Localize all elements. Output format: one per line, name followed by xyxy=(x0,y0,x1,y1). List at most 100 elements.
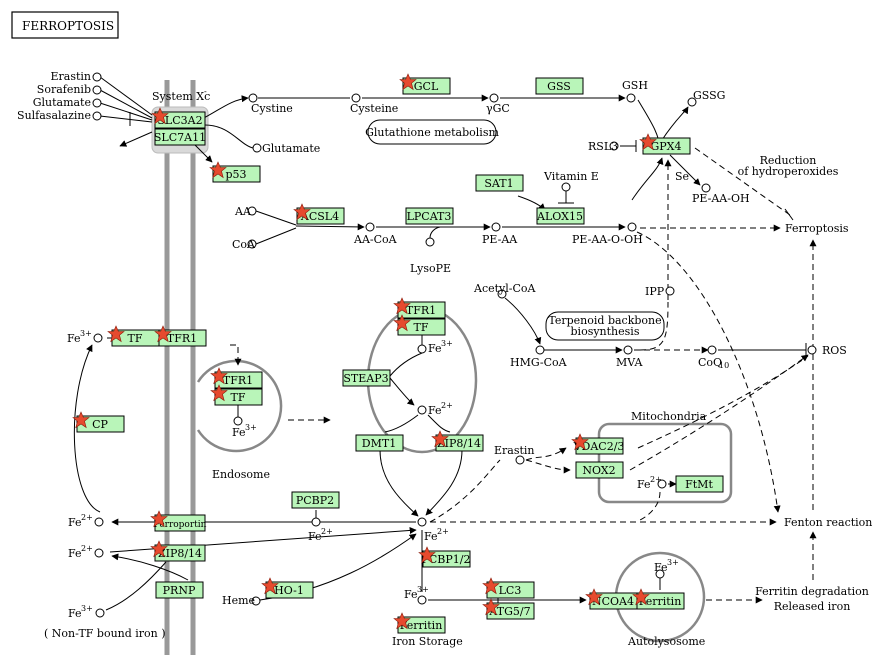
gene-lc3[interactable]: LC3 xyxy=(486,581,535,599)
svg-text:Reduction: Reduction xyxy=(760,154,817,167)
svg-text:Heme: Heme xyxy=(222,594,255,607)
svg-text:Fe: Fe xyxy=(67,332,81,345)
endosome-compartment xyxy=(196,359,283,453)
svg-text:TF: TF xyxy=(414,321,429,334)
gene-p53[interactable]: p53 xyxy=(212,165,261,183)
highlight-stars xyxy=(72,73,657,629)
svg-text:AA: AA xyxy=(234,205,252,218)
svg-text:Fe: Fe xyxy=(637,478,651,491)
gene-tfr1-endosome[interactable]: TFR1 xyxy=(214,371,263,389)
svg-text:Sulfasalazine: Sulfasalazine xyxy=(17,109,91,122)
gene-tfr1-mid[interactable]: TFR1 xyxy=(397,301,446,319)
svg-text:Sorafenib: Sorafenib xyxy=(37,83,91,96)
svg-text:2+: 2+ xyxy=(441,401,453,410)
svg-text:Glutamate: Glutamate xyxy=(262,142,320,155)
svg-text:Fe: Fe xyxy=(68,516,82,529)
svg-text:FtMt: FtMt xyxy=(685,478,713,491)
svg-text:SAT1: SAT1 xyxy=(484,177,513,190)
svg-text:STEAP3: STEAP3 xyxy=(343,372,388,385)
gene-acsl4[interactable]: ACSL4 xyxy=(296,207,345,225)
gene-zip814-left[interactable]: ZIP8/14 xyxy=(154,544,206,562)
svg-text:RSL3: RSL3 xyxy=(588,140,618,153)
svg-text:( Non-TF bound iron ): ( Non-TF bound iron ) xyxy=(44,627,166,640)
svg-text:TFR1: TFR1 xyxy=(406,304,436,317)
svg-text:Erastin: Erastin xyxy=(50,70,91,83)
svg-text:CoQ: CoQ xyxy=(698,356,722,369)
gene-zip814-mid[interactable]: ZIP8/14 xyxy=(435,434,484,452)
gene-pcbp2[interactable]: PCBP2 xyxy=(291,491,340,509)
svg-text:Se: Se xyxy=(675,170,689,183)
svg-text:GSH: GSH xyxy=(622,79,648,92)
svg-text:LC3: LC3 xyxy=(499,584,522,597)
gene-nox2[interactable]: NOX2 xyxy=(575,461,624,479)
gene-ftmt[interactable]: FtMt xyxy=(675,475,724,493)
svg-text:γGC: γGC xyxy=(486,102,510,115)
svg-text:ACSL4: ACSL4 xyxy=(300,210,339,223)
terpenoid-map[interactable] xyxy=(545,311,665,341)
gene-slc3a2[interactable]: SLC3A2 xyxy=(154,111,206,129)
svg-text:3+: 3+ xyxy=(80,329,92,338)
svg-text:Cysteine: Cysteine xyxy=(350,102,398,115)
svg-text:Fe: Fe xyxy=(654,561,668,574)
pathway-labels: Erastin Sorafenib Glutamate Sulfasalazin… xyxy=(17,70,872,648)
pathway-edges xyxy=(73,76,817,612)
svg-text:NCOA4: NCOA4 xyxy=(592,595,634,608)
gene-slc7a11[interactable]: SLC7A11 xyxy=(154,128,206,146)
glutathione-metabolism-map[interactable] xyxy=(367,119,497,145)
svg-text:3+: 3+ xyxy=(417,585,429,594)
svg-text:Vitamin E: Vitamin E xyxy=(543,170,599,183)
gene-tf-endosome[interactable]: TF xyxy=(214,388,263,406)
gene-sat1[interactable]: SAT1 xyxy=(475,174,524,192)
gene-gcl[interactable]: GCL xyxy=(402,77,451,95)
svg-text:System Xc: System Xc xyxy=(152,90,210,103)
gene-gpx4[interactable]: GPX4 xyxy=(642,137,691,155)
svg-text:GSS: GSS xyxy=(547,80,571,93)
gene-boxes[interactable]: SLC3A2 SLC7A11 p53 GCL GSS GPX4 SAT1 ALO… xyxy=(76,77,724,634)
svg-text:2+: 2+ xyxy=(81,544,93,553)
svg-text:Cystine: Cystine xyxy=(251,102,293,115)
svg-text:2+: 2+ xyxy=(81,513,93,522)
svg-text:Ferritin: Ferritin xyxy=(400,619,443,632)
svg-text:AA-CoA: AA-CoA xyxy=(353,233,398,246)
gene-prnp[interactable]: PRNP xyxy=(155,581,204,599)
svg-text:-: - xyxy=(204,87,207,96)
gene-pcbp12[interactable]: PCBP1/2 xyxy=(421,550,471,568)
svg-text:Mitochondria: Mitochondria xyxy=(631,410,707,423)
svg-text:2+: 2+ xyxy=(437,527,449,536)
gene-tf-left[interactable]: TF xyxy=(111,329,160,347)
svg-text:LPCAT3: LPCAT3 xyxy=(407,210,452,223)
svg-text:of hydroperoxides: of hydroperoxides xyxy=(738,165,839,178)
gene-alox15[interactable]: ALOX15 xyxy=(536,207,585,225)
title-box xyxy=(11,11,119,39)
svg-text:MVA: MVA xyxy=(616,356,643,369)
gene-steap3[interactable]: STEAP3 xyxy=(342,369,391,387)
svg-text:3+: 3+ xyxy=(441,339,453,348)
gene-gss[interactable]: GSS xyxy=(535,77,584,95)
svg-text:SLC3A2: SLC3A2 xyxy=(157,114,202,127)
gene-ferroportin[interactable]: Ferroportin xyxy=(154,514,207,532)
svg-text:Fe: Fe xyxy=(404,588,418,601)
svg-text:PCBP2: PCBP2 xyxy=(296,494,334,507)
svg-text:Ferroptosis: Ferroptosis xyxy=(785,222,849,235)
gene-ferritin-autolysosome[interactable]: Ferritin xyxy=(636,592,685,610)
svg-text:CoA: CoA xyxy=(232,238,256,251)
svg-text:Endosome: Endosome xyxy=(212,468,270,481)
svg-text:ZIP8/14: ZIP8/14 xyxy=(437,437,481,450)
svg-text:ALOX15: ALOX15 xyxy=(536,210,583,223)
svg-text:GCL: GCL xyxy=(414,80,439,93)
gene-dmt1[interactable]: DMT1 xyxy=(355,434,404,452)
svg-text:Fe: Fe xyxy=(308,530,322,543)
gene-lpcat3[interactable]: LPCAT3 xyxy=(405,207,454,225)
svg-text:3+: 3+ xyxy=(245,423,257,432)
svg-text:Glutamate: Glutamate xyxy=(33,96,91,109)
svg-text:ZIP8/14: ZIP8/14 xyxy=(158,547,202,560)
gene-ncoa4[interactable]: NCOA4 xyxy=(589,592,638,610)
svg-text:Ferroportin: Ferroportin xyxy=(154,520,207,530)
svg-text:Released iron: Released iron xyxy=(774,600,851,613)
svg-text:3+: 3+ xyxy=(667,558,679,567)
svg-text:3+: 3+ xyxy=(81,604,93,613)
svg-text:Fe: Fe xyxy=(68,547,82,560)
svg-text:HO-1: HO-1 xyxy=(274,584,304,597)
svg-text:Acetyl-CoA: Acetyl-CoA xyxy=(473,282,537,295)
svg-text:Ferritin degradation: Ferritin degradation xyxy=(755,585,869,598)
